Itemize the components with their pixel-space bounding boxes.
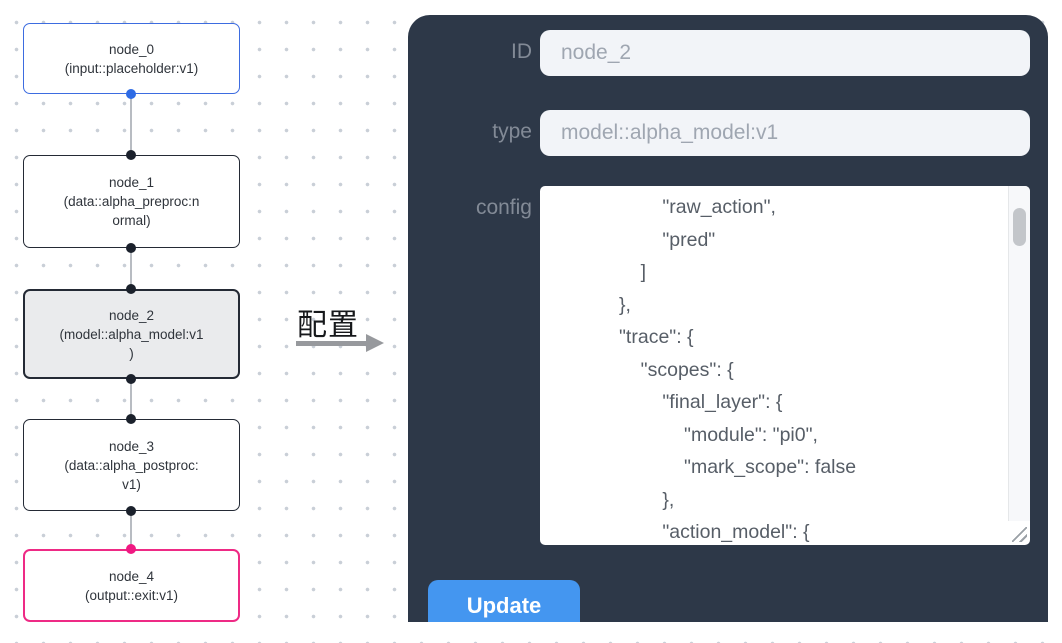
node-subtitle: (data::alpha_preproc:n ormal): [63, 194, 200, 228]
type-label: type: [492, 120, 532, 143]
node-title: node_3: [108, 438, 155, 454]
edge-node0-node1: [130, 94, 132, 155]
flow-node-node_0[interactable]: node_0 (input::placeholder:v1): [23, 23, 240, 94]
flow-canvas: node_0 (input::placeholder:v1) node_1 (d…: [0, 0, 262, 643]
node2-target-handle[interactable]: [126, 284, 136, 294]
node1-target-handle[interactable]: [126, 150, 136, 160]
config-label: config: [475, 196, 532, 219]
configure-arrow-label: 配置: [297, 309, 359, 342]
node-title: node_2: [108, 307, 155, 323]
edge-node2-node3: [130, 379, 132, 419]
flow-node-node_1[interactable]: node_1 (data::alpha_preproc:n ormal): [23, 155, 240, 248]
node-subtitle: (output::exit:v1): [84, 587, 179, 603]
flow-node-node_3[interactable]: node_3 (data::alpha_postproc: v1): [23, 419, 240, 511]
node4-target-handle[interactable]: [126, 544, 136, 554]
config-json-text: "raw_action", "pred" ] }, "trace": { "sc…: [619, 196, 857, 543]
right-arrow-icon: [296, 341, 366, 346]
node1-source-handle[interactable]: [126, 243, 136, 253]
node-subtitle: (input::placeholder:v1): [64, 60, 199, 76]
right-arrow-head-icon: [366, 334, 384, 352]
edge-node3-node4: [130, 511, 132, 549]
node-config-panel: ID type config "raw_action", "pred" ] },…: [408, 15, 1048, 622]
resize-grip-icon[interactable]: [1012, 527, 1027, 542]
node-subtitle: (model::alpha_model:v1 ): [59, 326, 204, 361]
flow-node-node_2[interactable]: node_2 (model::alpha_model:v1 ): [23, 289, 240, 379]
node0-source-handle[interactable]: [126, 89, 136, 99]
config-textarea[interactable]: "raw_action", "pred" ] }, "trace": { "sc…: [540, 186, 1030, 545]
id-label: ID: [511, 40, 532, 63]
node3-target-handle[interactable]: [126, 414, 136, 424]
update-button[interactable]: Update: [428, 580, 580, 622]
type-input[interactable]: [540, 110, 1030, 156]
flow-node-node_4[interactable]: node_4 (output::exit:v1): [23, 549, 240, 622]
node-title: node_0: [108, 41, 155, 57]
node-subtitle: (data::alpha_postproc: v1): [64, 457, 199, 492]
edge-node1-node2: [130, 248, 132, 289]
node3-source-handle[interactable]: [126, 506, 136, 516]
node-title: node_1: [108, 175, 155, 190]
node-title: node_4: [108, 568, 155, 584]
config-scrollbar[interactable]: [1008, 186, 1030, 521]
node2-source-handle[interactable]: [126, 374, 136, 384]
config-scrollbar-thumb[interactable]: [1013, 208, 1026, 246]
id-input[interactable]: [540, 30, 1030, 76]
